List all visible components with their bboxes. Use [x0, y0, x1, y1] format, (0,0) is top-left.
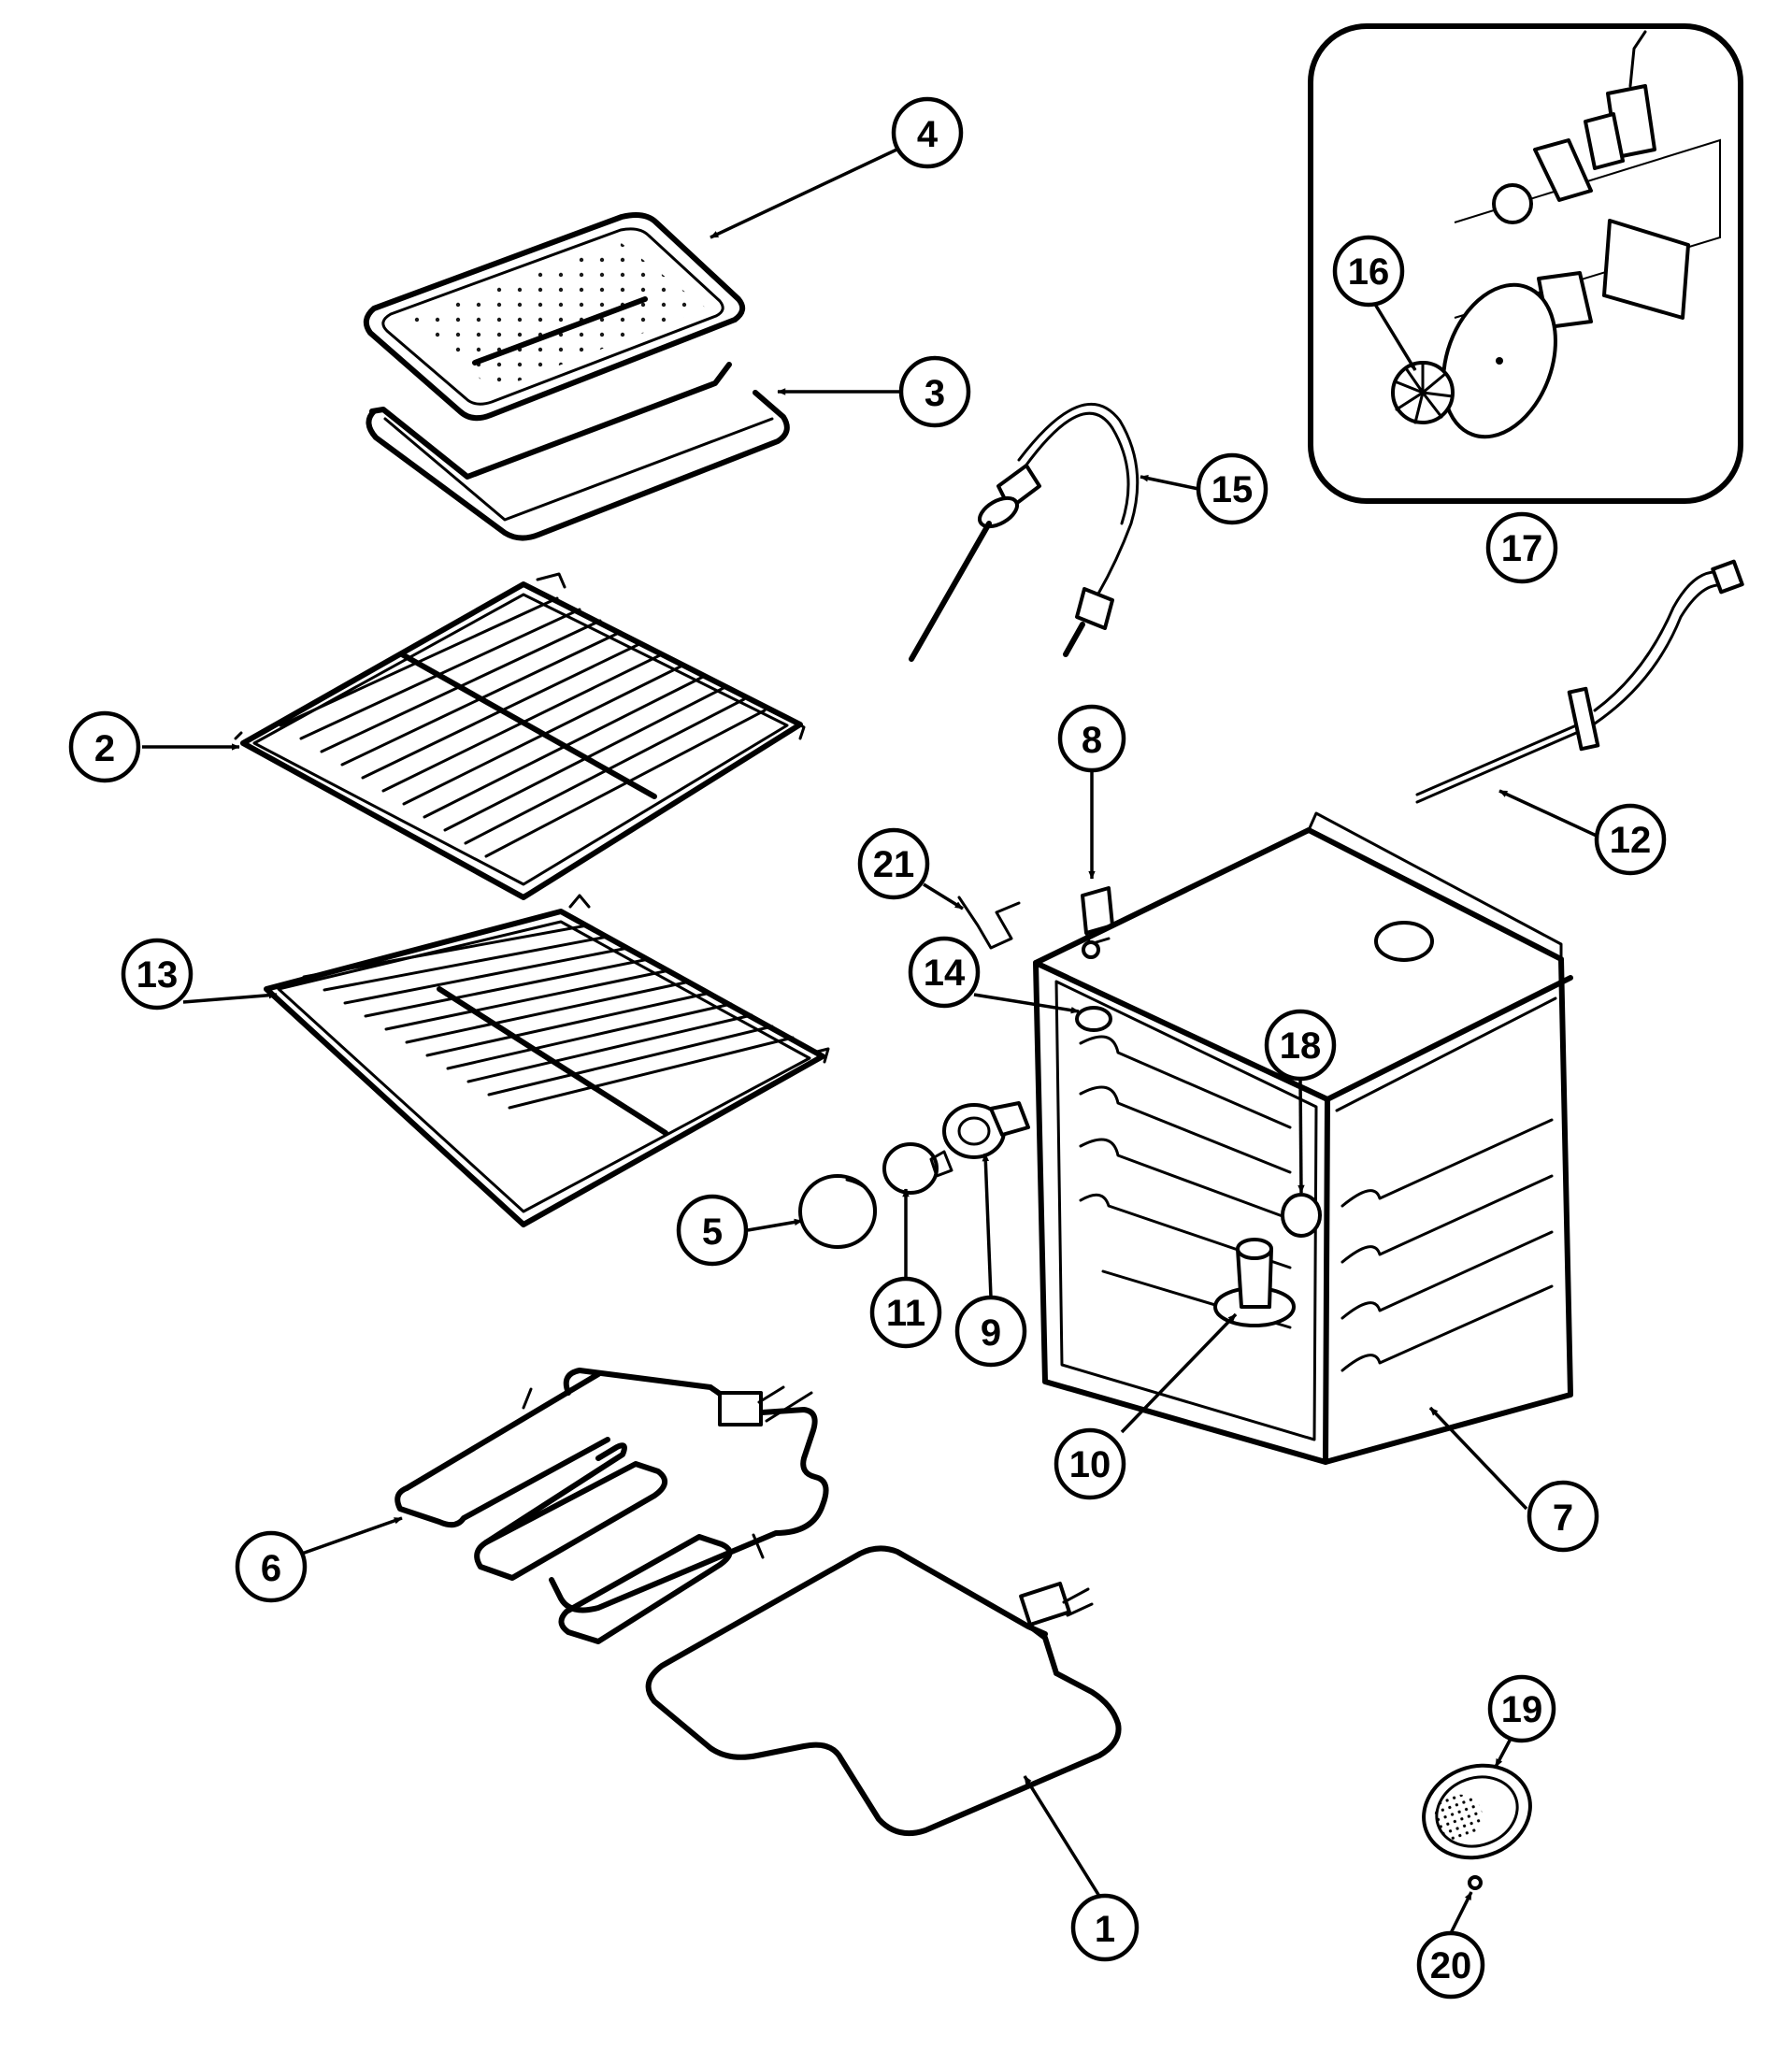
svg-text:11: 11: [886, 1293, 925, 1334]
callout-19: 19: [1487, 1674, 1556, 1743]
light-cover-screw: [1468, 1875, 1483, 1890]
oven-temperature-sensor: [1415, 559, 1744, 804]
svg-text:20: 20: [1430, 1945, 1472, 1986]
svg-text:18: 18: [1280, 1025, 1322, 1067]
svg-text:7: 7: [1553, 1498, 1573, 1539]
oven-plate: [1281, 1193, 1322, 1238]
callout-5: 5: [676, 1194, 749, 1267]
fan-blade: [1391, 361, 1455, 424]
light-receptacle: [942, 1101, 1030, 1159]
callout-14: 14: [908, 936, 981, 1009]
bake-element: [645, 1545, 1122, 1836]
callout-21: 21: [857, 827, 930, 900]
light-lens: [798, 1174, 877, 1249]
oven-cavity: [1033, 811, 1573, 1465]
svg-text:1: 1: [1095, 1909, 1115, 1950]
svg-text:3: 3: [925, 373, 945, 414]
svg-text:8: 8: [1082, 720, 1102, 761]
svg-text:5: 5: [702, 1211, 723, 1253]
broiler-pan: [366, 362, 790, 541]
element-support: [1213, 1238, 1296, 1327]
svg-text:13: 13: [136, 954, 179, 996]
callout-3: 3: [898, 355, 971, 428]
svg-text:10: 10: [1069, 1444, 1111, 1485]
svg-text:12: 12: [1610, 820, 1652, 861]
clip: [957, 896, 1021, 950]
callout-4: 4: [891, 96, 964, 169]
callout-17: 17: [1485, 511, 1558, 584]
temperature-probe: [909, 403, 1140, 662]
svg-text:14: 14: [924, 953, 966, 994]
callout-8: 8: [1057, 704, 1126, 773]
callout-10: 10: [1054, 1427, 1126, 1500]
oven-rack-lower: [264, 894, 830, 1227]
callout-16: 16: [1332, 235, 1405, 308]
svg-text:2: 2: [94, 728, 115, 769]
callout-6: 6: [235, 1530, 308, 1603]
callout-2: 2: [68, 710, 141, 783]
callout-15: 15: [1196, 452, 1269, 525]
callout-1: 1: [1070, 1893, 1140, 1962]
callout-11: 11: [869, 1276, 942, 1349]
callout-13: 13: [121, 938, 194, 1011]
broil-element: [394, 1368, 829, 1644]
svg-text:16: 16: [1348, 251, 1390, 293]
svg-text:6: 6: [261, 1548, 281, 1589]
light-cover: [1422, 1763, 1532, 1860]
svg-text:21: 21: [873, 844, 915, 885]
light-bulb: [882, 1142, 953, 1195]
convection-fan-inset: [1308, 23, 1743, 504]
svg-text:17: 17: [1501, 528, 1543, 569]
broiler-pan-insert: [363, 212, 746, 422]
svg-text:15: 15: [1211, 469, 1254, 510]
svg-text:9: 9: [981, 1312, 1001, 1354]
leader-lines: [142, 142, 1599, 1934]
callout-20: 20: [1416, 1930, 1485, 2000]
callout-9: 9: [954, 1295, 1027, 1368]
callout-18: 18: [1264, 1009, 1337, 1082]
callout-12: 12: [1594, 803, 1667, 876]
svg-text:4: 4: [917, 114, 939, 155]
callout-7: 7: [1527, 1480, 1599, 1553]
oven-rack-upper: [234, 572, 806, 900]
svg-text:19: 19: [1501, 1689, 1543, 1730]
